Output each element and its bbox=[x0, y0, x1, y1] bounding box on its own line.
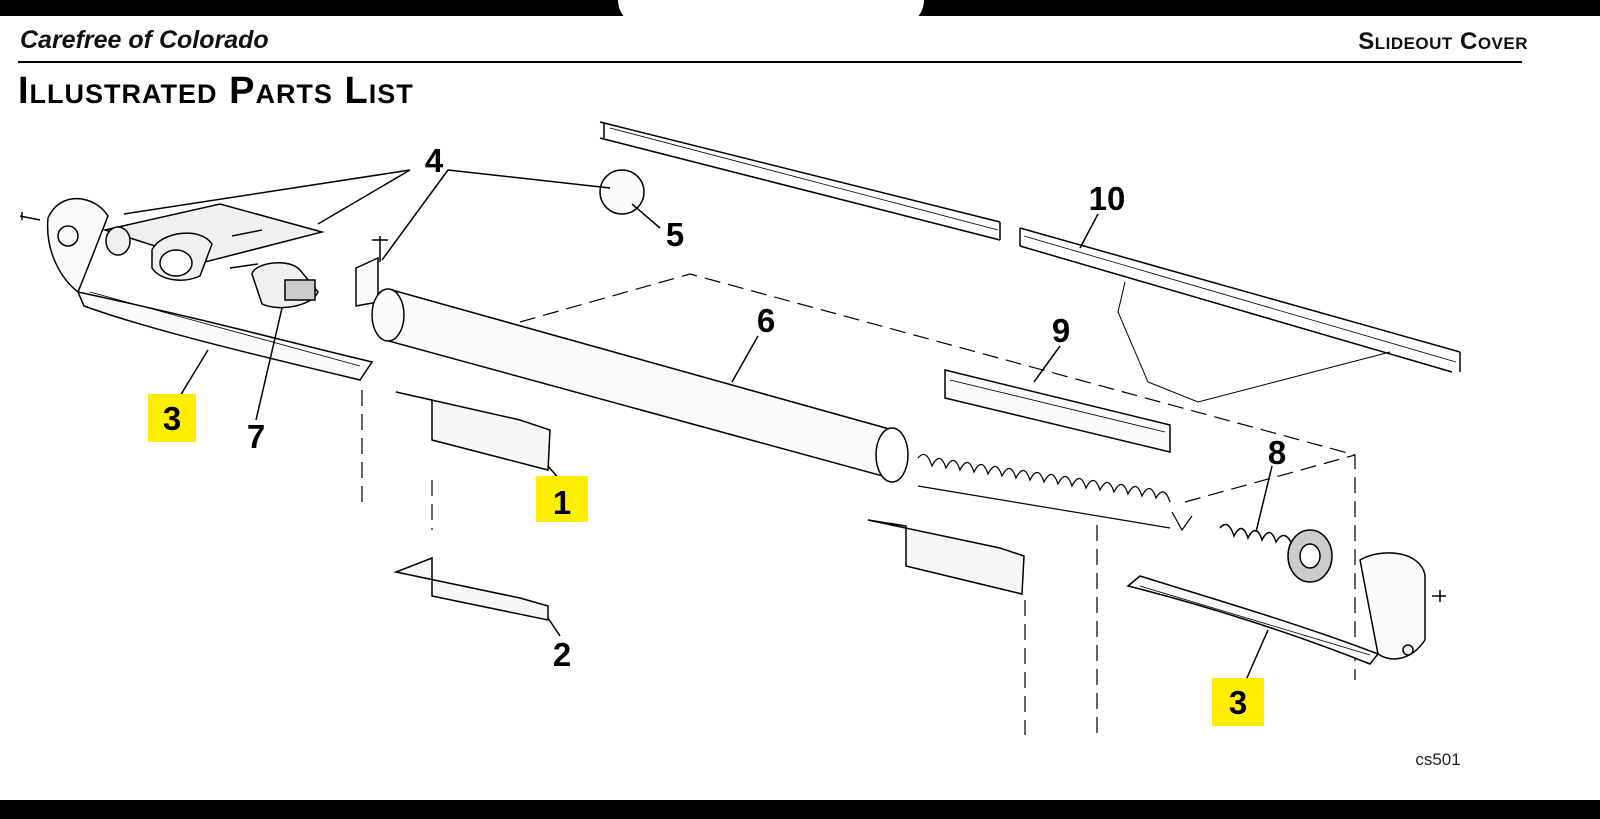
top-notch bbox=[618, 0, 924, 26]
callout-4: 4 bbox=[425, 142, 444, 179]
callout-1: 1 bbox=[553, 484, 571, 521]
section-title: Slideout Cover bbox=[1358, 28, 1528, 55]
reference-code: cs501 bbox=[1415, 750, 1460, 769]
callout-9: 9 bbox=[1052, 312, 1070, 349]
callout-10: 10 bbox=[1089, 180, 1126, 217]
part-3-right-cover bbox=[1126, 552, 1426, 665]
part-6-roller-tube bbox=[371, 288, 909, 483]
callout-6: 6 bbox=[757, 302, 775, 339]
callout-5: 5 bbox=[666, 216, 684, 253]
highlight-3-right bbox=[1212, 678, 1264, 726]
leader-lines bbox=[123, 169, 1273, 681]
part-1-brackets bbox=[395, 391, 1025, 595]
brand-name: Carefree of Colorado bbox=[20, 26, 269, 54]
fabric-envelope bbox=[361, 273, 1356, 740]
callout-3-right: 3 bbox=[1229, 684, 1247, 721]
callout-8: 8 bbox=[1268, 434, 1286, 471]
header-rule bbox=[18, 61, 1522, 63]
callout-2: 2 bbox=[553, 636, 571, 673]
torsion-spring bbox=[917, 453, 1193, 532]
callout-3-left: 3 bbox=[163, 400, 181, 437]
highlight-3-left bbox=[148, 394, 196, 442]
fabric-outline bbox=[1117, 281, 1391, 403]
part-5-disc bbox=[599, 169, 645, 215]
part-7-end-plug bbox=[102, 203, 325, 309]
part-9-channel bbox=[944, 369, 1171, 453]
part-8-spring-plug bbox=[1219, 523, 1333, 583]
callout-labels: 4 5 10 6 9 3 7 1 8 2 3 cs501 bbox=[148, 142, 1461, 769]
highlight-1 bbox=[536, 476, 588, 522]
part-2-angle bbox=[393, 556, 549, 621]
callout-7: 7 bbox=[247, 418, 265, 455]
bottom-black-bar bbox=[0, 800, 1600, 819]
part-3-left-cover bbox=[46, 197, 374, 381]
part-10-rail bbox=[599, 121, 1461, 373]
page-title: Illustrated Parts List bbox=[18, 70, 414, 112]
